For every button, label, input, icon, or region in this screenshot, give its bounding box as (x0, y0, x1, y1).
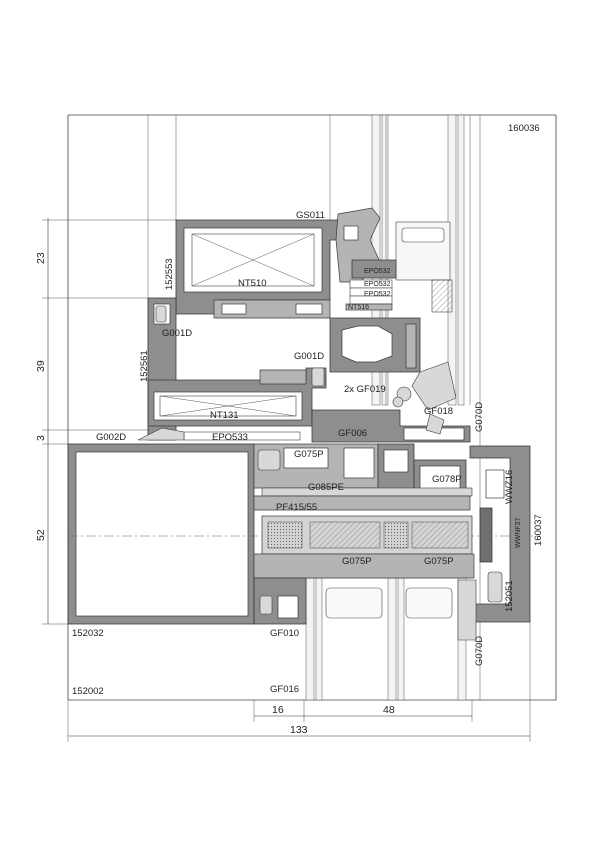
label-gf010: GF010 (270, 628, 299, 639)
label-pf415: PF415/55 (276, 502, 317, 513)
dimension-23: 23 (35, 252, 47, 264)
gasket-gf010 (253, 577, 307, 625)
label-gf016: GF016 (270, 684, 299, 695)
label-nt510: NT510 (238, 278, 267, 289)
label-g075p-top: G075P (294, 449, 324, 460)
dimension-3: 3 (35, 435, 47, 441)
label-gs011: GS011 (296, 210, 325, 221)
label-g075p-left: G075P (342, 556, 372, 567)
label-wwnf37: WWNF37 (515, 518, 522, 548)
label-152002: 152002 (72, 686, 104, 697)
thermal-profile-pf415 (253, 495, 475, 579)
label-nt131: NT131 (210, 410, 239, 421)
label-nt516: NT516 (348, 304, 369, 311)
label-g085pe: G085PE (308, 482, 344, 493)
label-152032: 152032 (72, 628, 104, 639)
sash-profile-upper (175, 219, 339, 319)
sash-profile-lower (147, 367, 327, 427)
label-epo532-3: EPO532 (364, 291, 391, 298)
label-g070d-upper: G070D (474, 402, 485, 432)
label-gf018: GF018 (424, 406, 453, 417)
label-152553: 152553 (164, 258, 175, 290)
label-152561: 152561 (139, 350, 150, 382)
label-g075p-right: G075P (424, 556, 454, 567)
label-gf006: GF006 (338, 428, 367, 439)
part-labels: 160036 GS011 152553 NT510 EPO532 EPO532 … (72, 123, 544, 697)
frame-profile-right (457, 445, 531, 641)
dimension-52: 52 (35, 529, 47, 541)
label-gf019: 2x GF019 (344, 384, 386, 395)
label-152051: 152051 (504, 580, 515, 612)
dimension-48: 48 (383, 704, 395, 716)
label-160037: 160037 (533, 514, 544, 546)
label-epo533: EPO533 (212, 432, 248, 443)
label-epo532-1: EPO532 (364, 268, 391, 275)
label-g001d-upper: G001D (162, 328, 192, 339)
label-g078p: G078P (432, 474, 462, 485)
label-wwz16: WWZ16 (504, 470, 515, 504)
thermal-break-center (329, 317, 457, 411)
label-160036: 160036 (508, 123, 540, 134)
glazing-lower (300, 577, 472, 701)
epo533-strip (137, 427, 301, 441)
dimension-vertical: 23 39 3 52 (35, 218, 180, 625)
dimension-39: 39 (35, 360, 47, 372)
dimension-16: 16 (272, 704, 284, 716)
label-g001d-lower: G001D (294, 351, 324, 362)
gasket-area (253, 443, 473, 497)
label-g070d-lower: G070D (474, 636, 485, 666)
glazing-bead-gs011 (335, 207, 397, 283)
transom-bar (311, 409, 471, 443)
dimension-horizontal: 16 48 133 (67, 620, 531, 742)
label-epo532-2: EPO532 (364, 281, 391, 288)
label-g002d: G002D (96, 432, 126, 443)
frame-profile-152032 (67, 443, 540, 625)
dimension-133: 133 (290, 724, 308, 736)
epo532-stack (345, 279, 393, 311)
